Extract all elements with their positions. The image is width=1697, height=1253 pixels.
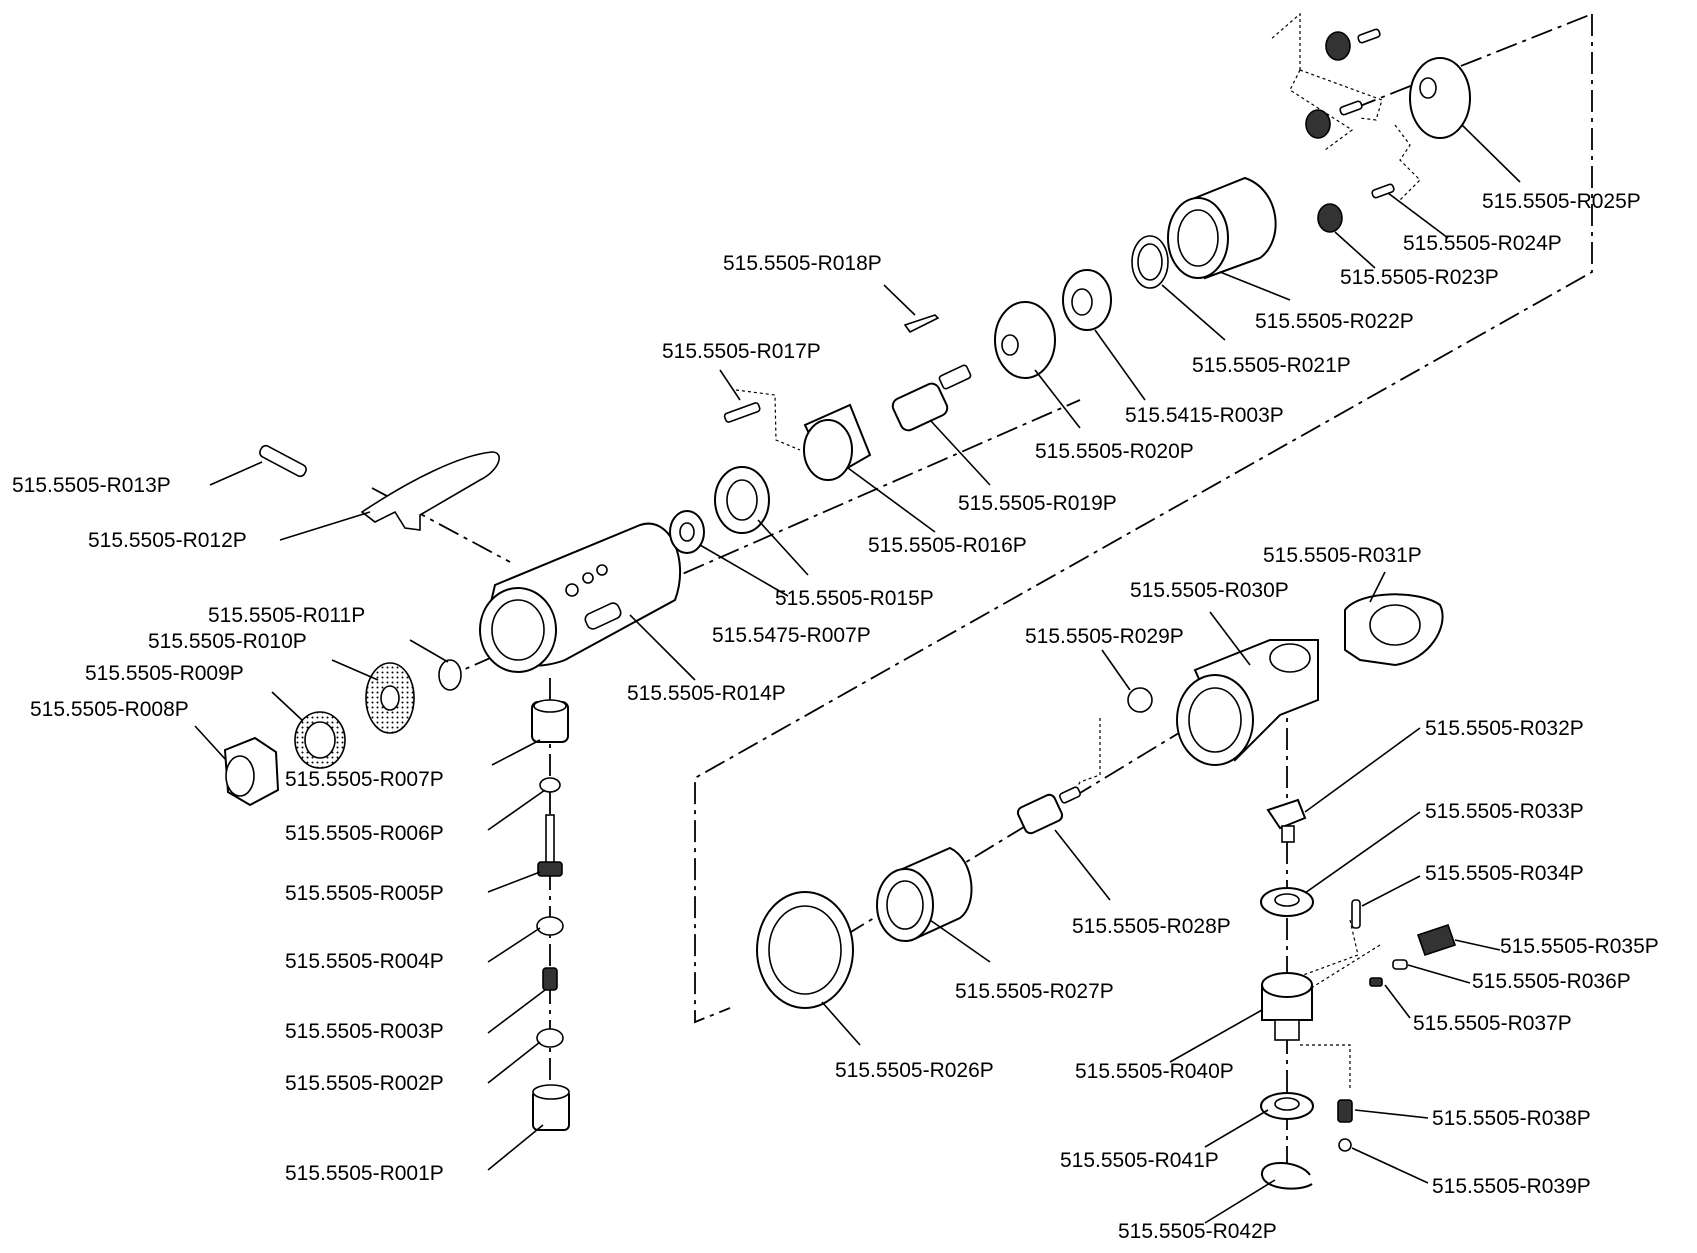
label-r017: 515.5505-R017P bbox=[662, 340, 821, 363]
spacer-part bbox=[1131, 235, 1169, 289]
label-r032: 515.5505-R032P bbox=[1425, 717, 1584, 740]
label-r034: 515.5505-R034P bbox=[1425, 862, 1584, 885]
label-r025: 515.5505-R025P bbox=[1482, 190, 1641, 213]
rotor-part bbox=[891, 364, 972, 432]
thrust-washer-part bbox=[1260, 887, 1314, 917]
oring-part bbox=[438, 659, 462, 691]
label-r021: 515.5505-R021P bbox=[1192, 354, 1351, 377]
label-r014: 515.5505-R014P bbox=[627, 682, 786, 705]
label-r033: 515.5505-R033P bbox=[1425, 800, 1584, 823]
label-r009: 515.5505-R009P bbox=[85, 662, 244, 685]
head-nut-part bbox=[756, 891, 854, 1009]
label-r022: 515.5505-R022P bbox=[1255, 310, 1414, 333]
anvil-part bbox=[1261, 972, 1313, 1041]
label-r006: 515.5505-R006P bbox=[285, 822, 444, 845]
cylinder-part bbox=[803, 403, 872, 481]
ratchet-housing-part bbox=[1176, 639, 1319, 766]
part-labels: 515.5505-R013P 515.5505-R012P 515.5505-R… bbox=[12, 190, 1659, 1243]
label-r004: 515.5505-R004P bbox=[285, 950, 444, 973]
label-r001: 515.5505-R001P bbox=[285, 1162, 444, 1185]
knob-part bbox=[1127, 687, 1153, 713]
label-r031: 515.5505-R031P bbox=[1263, 544, 1422, 567]
ball-spring-parts bbox=[1337, 1099, 1353, 1152]
ratchet-yoke-part bbox=[1344, 593, 1444, 667]
label-r013: 515.5505-R013P bbox=[12, 474, 171, 497]
label-r015: 515.5505-R015P bbox=[775, 587, 934, 610]
motor-housing-part bbox=[479, 522, 682, 673]
yoke-part bbox=[1016, 786, 1081, 835]
bearing-part-b bbox=[1062, 269, 1112, 331]
label-s003: 515.5415-R003P bbox=[1125, 404, 1284, 427]
pawl-part bbox=[1266, 798, 1307, 843]
label-r020: 515.5505-R020P bbox=[1035, 440, 1194, 463]
label-r019: 515.5505-R019P bbox=[958, 492, 1117, 515]
label-r027: 515.5505-R027P bbox=[955, 980, 1114, 1003]
filter-part bbox=[294, 711, 346, 769]
nut-part bbox=[223, 736, 280, 807]
spring-pin-part bbox=[1351, 899, 1361, 929]
label-r028: 515.5505-R028P bbox=[1072, 915, 1231, 938]
label-t007: 515.5475-R007P bbox=[712, 624, 871, 647]
reverse-knob-part bbox=[1416, 923, 1457, 957]
label-r024: 515.5505-R024P bbox=[1403, 232, 1562, 255]
label-r039: 515.5505-R039P bbox=[1432, 1175, 1591, 1198]
label-r040: 515.5505-R040P bbox=[1075, 1060, 1234, 1083]
label-r007: 515.5505-R007P bbox=[285, 768, 444, 791]
label-r018: 515.5505-R018P bbox=[723, 252, 882, 275]
front-plate-part bbox=[994, 301, 1056, 379]
label-r029: 515.5505-R029P bbox=[1025, 625, 1184, 648]
label-r010: 515.5505-R010P bbox=[148, 630, 307, 653]
label-r030: 515.5505-R030P bbox=[1130, 579, 1289, 602]
label-r002: 515.5505-R002P bbox=[285, 1072, 444, 1095]
label-r042: 515.5505-R042P bbox=[1118, 1220, 1277, 1243]
label-r016: 515.5505-R016P bbox=[868, 534, 1027, 557]
leader-lines bbox=[194, 124, 1521, 1224]
valve-parts bbox=[531, 699, 570, 1131]
label-r026: 515.5505-R026P bbox=[835, 1059, 994, 1082]
label-r041: 515.5505-R041P bbox=[1060, 1149, 1219, 1172]
gear-pins bbox=[1339, 28, 1395, 199]
label-r003: 515.5505-R003P bbox=[285, 1020, 444, 1043]
lever-part bbox=[360, 451, 500, 531]
label-r035: 515.5505-R035P bbox=[1500, 935, 1659, 958]
blade-part bbox=[723, 314, 940, 423]
label-r012: 515.5505-R012P bbox=[88, 529, 247, 552]
label-r005: 515.5505-R005P bbox=[285, 882, 444, 905]
label-r011: 515.5505-R011P bbox=[208, 604, 365, 627]
label-r036: 515.5505-R036P bbox=[1472, 970, 1631, 993]
needle-bearing-part bbox=[876, 846, 973, 942]
detent-parts bbox=[1369, 959, 1408, 987]
end-plate-part bbox=[714, 466, 770, 534]
retaining-ring-part bbox=[1261, 1162, 1313, 1190]
label-r023: 515.5505-R023P bbox=[1340, 266, 1499, 289]
bearing-part-a bbox=[669, 510, 705, 554]
label-r037: 515.5505-R037P bbox=[1413, 1012, 1572, 1035]
muffler-part bbox=[365, 662, 415, 734]
thrust-washer-lower-part bbox=[1260, 1092, 1314, 1120]
label-r038: 515.5505-R038P bbox=[1432, 1107, 1591, 1130]
gear-carrier-part bbox=[1409, 57, 1471, 139]
label-r008: 515.5505-R008P bbox=[30, 698, 189, 721]
planet-gears bbox=[1305, 31, 1351, 233]
ring-gear-part bbox=[1167, 176, 1277, 280]
pin-part bbox=[259, 444, 307, 478]
